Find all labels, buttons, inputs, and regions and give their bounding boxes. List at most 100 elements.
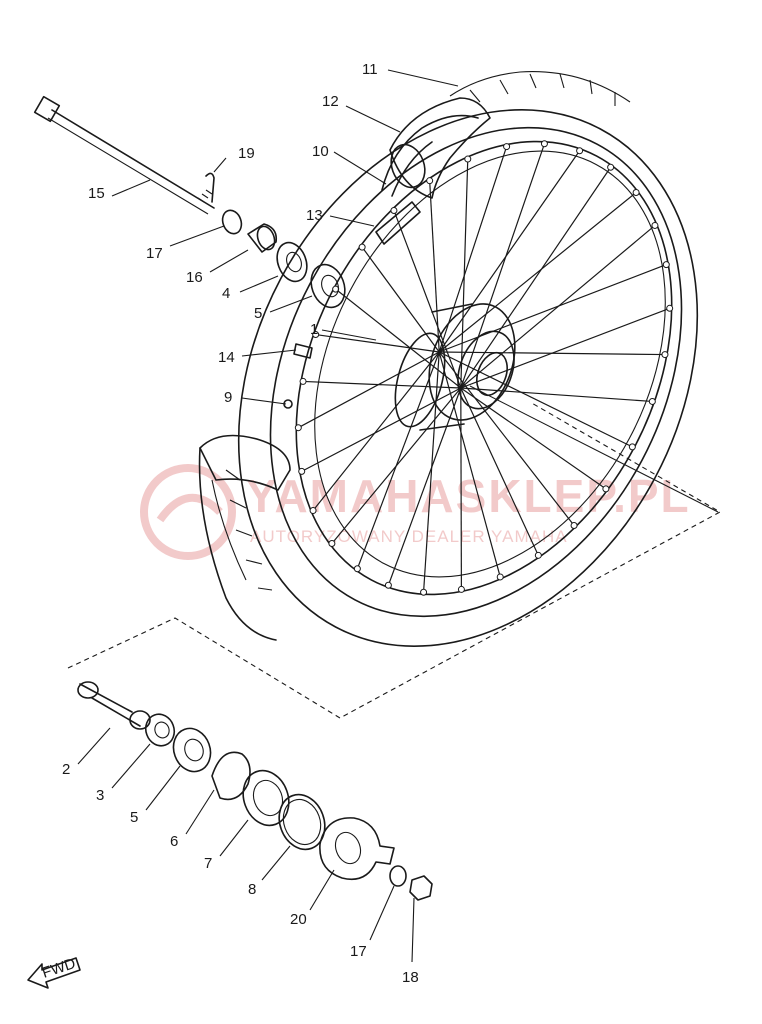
spoke-nipple [384, 581, 392, 589]
collar-lower [389, 865, 407, 887]
bearing-upper [310, 263, 346, 309]
spoke-nipple [632, 189, 640, 197]
spoke-nipple [602, 485, 610, 493]
spoke [422, 351, 440, 593]
spoke [303, 380, 461, 389]
callout-12: 12 [322, 93, 339, 110]
spoke-nipple [426, 177, 434, 185]
wheel-hub [394, 303, 516, 431]
spoke-nipple [576, 147, 584, 155]
bearing-lower [172, 727, 212, 773]
spoke-nipple [503, 143, 511, 151]
ground-plane [67, 401, 722, 719]
spoke [315, 333, 440, 353]
callout-10: 10 [312, 143, 329, 160]
spoke [460, 143, 545, 389]
spoke [438, 146, 508, 353]
callout-20: 20 [290, 911, 307, 928]
spoke-nipple [496, 573, 504, 581]
spoke [460, 307, 670, 389]
spoke-nipple [662, 261, 670, 269]
callout-labels: 11 12 10 19 15 13 17 16 4 5 1 14 9 2 3 5… [62, 61, 419, 986]
spoke-nipple [294, 424, 302, 432]
spoke-nipple [390, 206, 398, 214]
gear-unit [278, 793, 326, 851]
spoke [438, 192, 637, 353]
spoke [438, 351, 501, 578]
forward-direction-arrow: FWD [27, 955, 81, 989]
spoke-nipple [298, 467, 306, 475]
oil-seal-upper [276, 241, 308, 283]
callout-2: 2 [62, 761, 70, 778]
spoke-nipple [353, 565, 361, 573]
spoke [439, 351, 665, 356]
callout-18: 18 [402, 969, 419, 986]
callout-4: 4 [222, 285, 230, 302]
callout-1: 1 [310, 321, 318, 338]
oil-seal-lower [144, 713, 176, 747]
collar-upper [221, 209, 243, 235]
spoke [438, 264, 667, 353]
spoke-nipple [666, 304, 674, 312]
spoke [387, 387, 462, 586]
spoke [460, 387, 463, 590]
spoke-nipple [457, 585, 465, 593]
axle-nut [409, 875, 433, 901]
spoke-nipple [328, 539, 336, 547]
spoke [356, 351, 440, 569]
watermark-logo [140, 464, 236, 560]
leader-lines [77, 69, 719, 963]
callout-15: 15 [88, 185, 105, 202]
clutch-plate [211, 751, 251, 801]
spoke-nipple [648, 397, 656, 405]
spoke-nipple [570, 522, 578, 530]
tire-cross-section [198, 434, 291, 641]
spoke-nipple [651, 221, 659, 229]
spacer-tube [77, 681, 151, 730]
spoke [361, 246, 440, 353]
tire-tread-top [449, 71, 631, 106]
spoke [298, 351, 440, 429]
tube-segment [389, 97, 491, 199]
spoke-nipple [464, 155, 472, 163]
spoke [429, 180, 440, 353]
spoke-nipple [309, 507, 317, 515]
spoke-nipple [358, 243, 366, 251]
callout-5-upper: 5 [254, 305, 262, 322]
callout-9: 9 [224, 389, 232, 406]
spoke [460, 387, 539, 556]
callout-13: 13 [306, 207, 323, 224]
spoke [335, 288, 462, 389]
spoke-nipple [540, 140, 548, 148]
callout-11: 11 [362, 61, 378, 78]
spoke [460, 159, 469, 389]
spoke-nipple [661, 351, 669, 359]
spoke-nipple [628, 443, 636, 451]
tire [198, 71, 699, 647]
spoke [460, 387, 607, 490]
callout-7: 7 [204, 855, 212, 872]
spoke-nipple [299, 377, 307, 385]
callout-3: 3 [96, 787, 104, 804]
spoke-nipple [534, 551, 542, 559]
spoke [393, 210, 462, 389]
gear-ring [242, 769, 290, 827]
rim-band-tape [381, 114, 479, 197]
callout-5-lower: 5 [130, 809, 138, 826]
spoke [331, 387, 462, 544]
rim-lock [375, 201, 421, 245]
spoke-nipple [312, 331, 320, 339]
callout-8: 8 [248, 881, 256, 898]
cotter-pin [205, 172, 215, 203]
spoke [438, 351, 633, 448]
spoke [312, 351, 440, 511]
spoke [460, 166, 612, 389]
spoke [438, 351, 575, 526]
front-axle [33, 95, 215, 215]
spoke [460, 387, 653, 403]
callout-16: 16 [186, 269, 203, 286]
spoke-nipple [607, 163, 615, 171]
callout-19: 19 [238, 145, 255, 162]
spoke [438, 150, 581, 353]
